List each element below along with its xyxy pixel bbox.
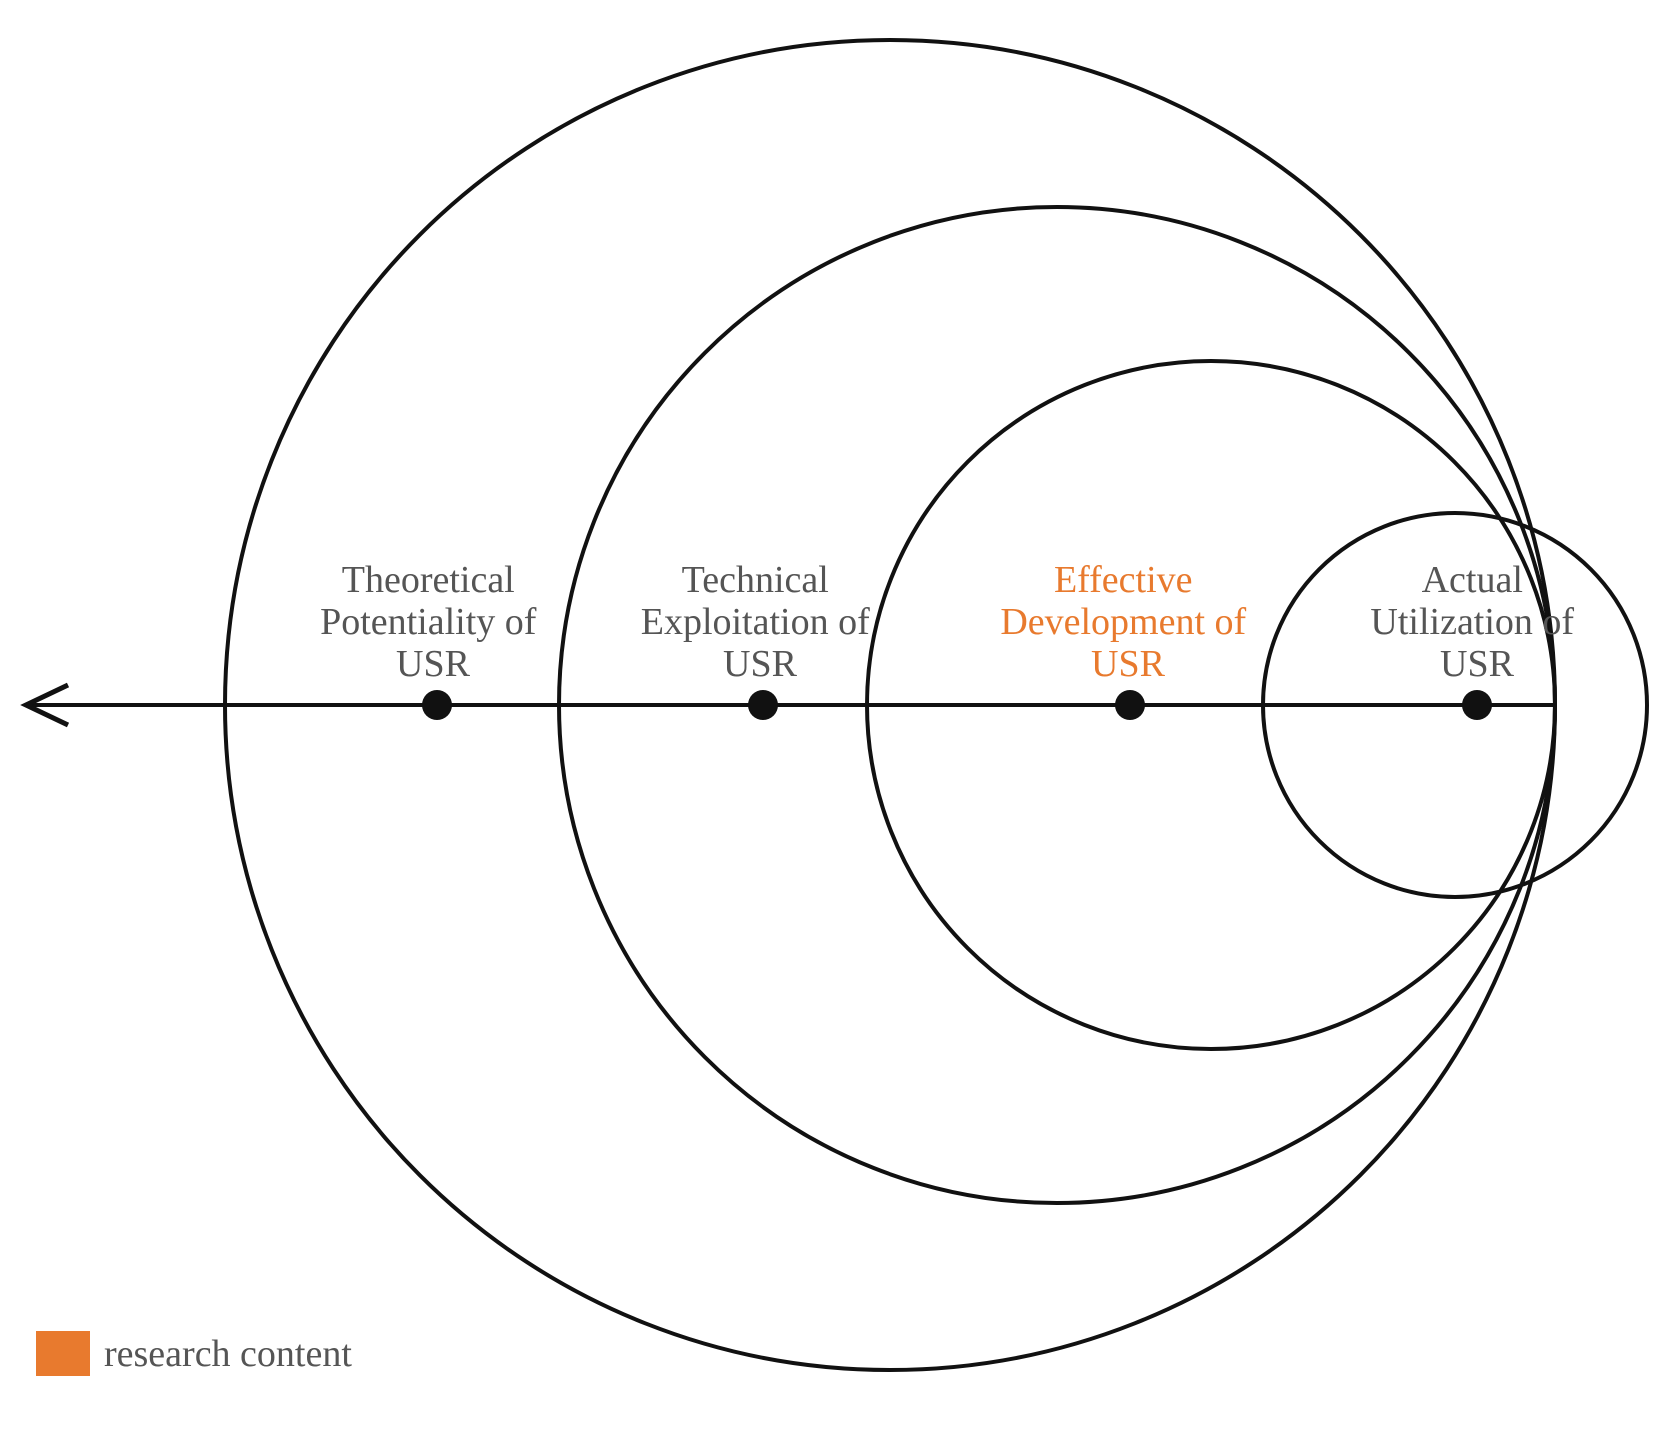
label-technical-line-2: Exploitation of [641, 601, 870, 643]
label-effective-line-3: USR [1091, 643, 1166, 685]
label-actual-line-3: USR [1440, 643, 1515, 685]
label-theoretical-line-3: USR [396, 643, 471, 685]
label-effective-line-2: Development of [1000, 601, 1246, 643]
label-effective-line-1: Effective [1054, 559, 1193, 601]
dot-effective [1115, 690, 1145, 720]
axis-arrow-left-icon [20, 682, 70, 728]
legend-swatch [36, 1331, 90, 1376]
label-technical-line-1: Technical [682, 559, 829, 601]
dot-technical [748, 690, 778, 720]
legend-label: research content [104, 1333, 352, 1375]
label-actual: Actual Utilization of USR [1370, 559, 1583, 685]
label-effective: Effective Development of USR [1000, 559, 1255, 685]
label-actual-line-2: Utilization of [1370, 601, 1574, 643]
dot-actual [1462, 690, 1492, 720]
label-technical: Technical Exploitation of USR [641, 559, 880, 685]
label-theoretical-line-2: Potentiality of [320, 601, 537, 643]
label-technical-line-3: USR [723, 643, 798, 685]
label-theoretical: Theoretical Potentiality of USR [320, 559, 546, 685]
dot-theoretical [422, 690, 452, 720]
label-actual-line-1: Actual [1422, 559, 1523, 601]
label-theoretical-line-1: Theoretical [342, 559, 515, 601]
